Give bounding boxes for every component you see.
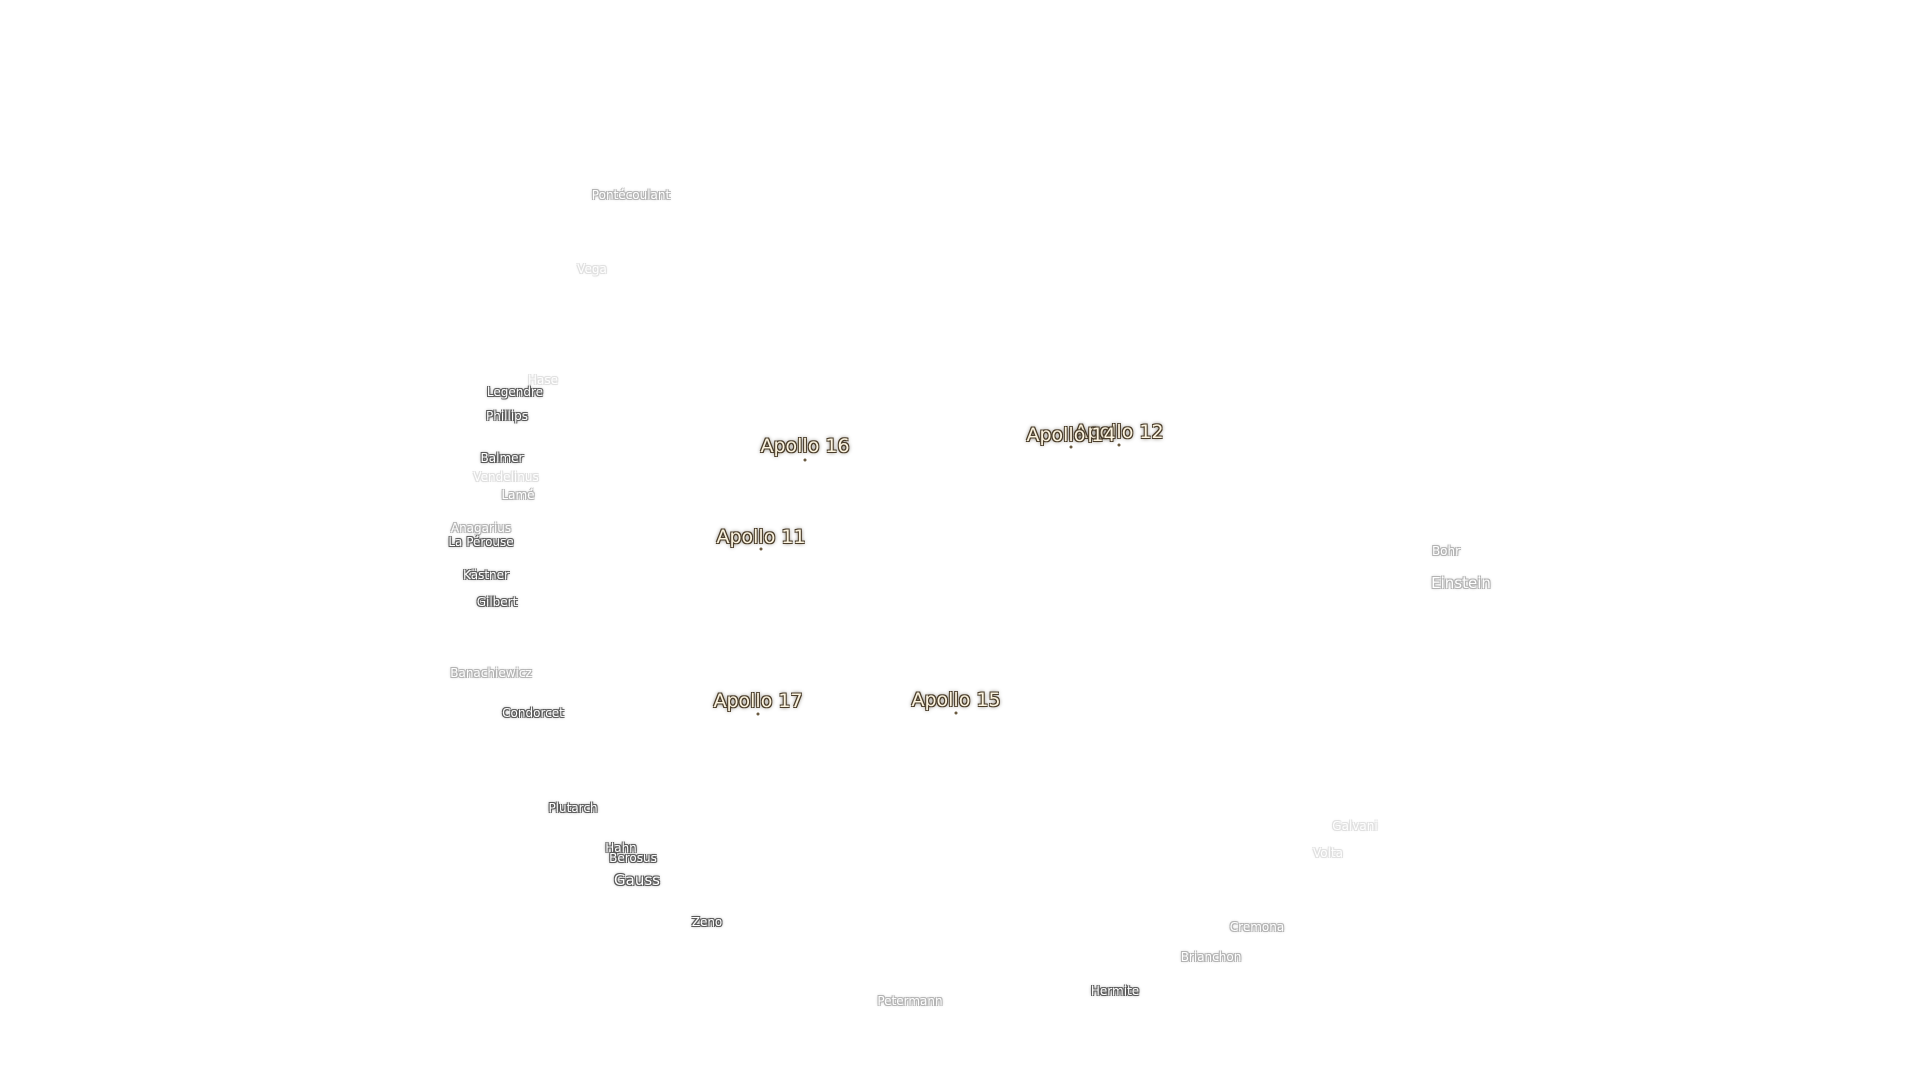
apollo-12-label[interactable]: Apollo 12 [1074, 421, 1164, 443]
crater-label-galvani: Galvani [1332, 819, 1378, 833]
apollo-15-label[interactable]: Apollo 15 [911, 689, 1001, 711]
crater-label-brianchon: Brianchon [1180, 950, 1242, 964]
crater-label-anagarius: Anagarius [450, 521, 512, 535]
crater-label-condorcet: Condorcet [502, 706, 564, 720]
crater-label-einstein: Einstein [1431, 574, 1491, 592]
crater-label-berosus: Berosus [609, 851, 657, 865]
apollo-17-label[interactable]: Apollo 17 [713, 690, 803, 712]
apollo-16-label[interactable]: Apollo 16 [760, 435, 850, 457]
crater-label-pontecoulant: Pontécoulant [591, 188, 671, 202]
apollo-17-site-marker[interactable] [756, 712, 760, 716]
crater-label-vendelinus: Vendelinus [473, 470, 539, 484]
crater-label-vega: Vega [577, 262, 607, 276]
apollo-14-site-marker[interactable] [1069, 445, 1073, 449]
crater-label-legendre: Legendre [486, 385, 544, 399]
crater-label-petermann: Petermann [877, 994, 943, 1008]
apollo-15-site-marker[interactable] [954, 711, 958, 715]
crater-label-lame: Lamé [501, 488, 535, 502]
apollo-14-label[interactable]: Apollo 14 [1026, 424, 1116, 446]
crater-label-balmer: Balmer [480, 451, 524, 465]
crater-label-hermite: Hermite [1090, 984, 1140, 998]
apollo-11-site-marker[interactable] [759, 547, 763, 551]
apollo-16-site-marker[interactable] [803, 458, 807, 462]
crater-label-plutarch: Plutarch [548, 801, 598, 815]
crater-label-la-perouse: La Pérouse [448, 535, 514, 549]
apollo-11-label[interactable]: Apollo 11 [716, 526, 806, 548]
crater-label-bohr: Bohr [1431, 544, 1461, 558]
crater-label-gauss: Gauss [614, 871, 660, 889]
crater-label-kastner: Kästner [463, 568, 509, 582]
crater-label-banachiewicz: Banachiewicz [450, 666, 532, 680]
crater-label-hase: Hase [527, 373, 559, 387]
crater-label-phillips: Phillips [485, 409, 529, 423]
apollo-12-site-marker[interactable] [1117, 443, 1121, 447]
crater-label-volta: Volta [1312, 846, 1344, 860]
crater-label-cremona: Cremona [1229, 920, 1285, 934]
crater-label-zeno: Zeno [691, 915, 723, 929]
crater-label-hahn: Hahn [605, 841, 637, 855]
crater-label-gilbert: Gilbert [476, 595, 518, 609]
